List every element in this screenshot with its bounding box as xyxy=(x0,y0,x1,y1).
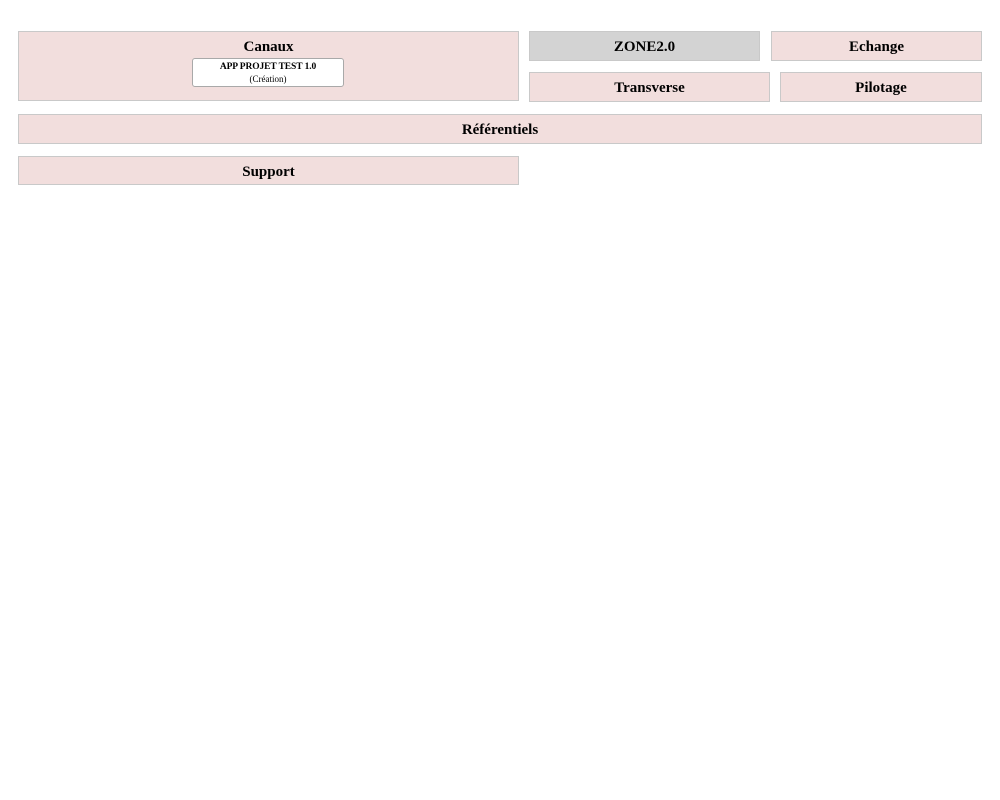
zone-label-zone20: ZONE2.0 xyxy=(613,39,676,55)
zone-label-canaux: Canaux xyxy=(243,39,294,55)
zone-label-referentiels: Référentiels xyxy=(461,122,539,138)
application-node-state: (Création) xyxy=(249,73,287,84)
zone-label-support: Support xyxy=(242,164,295,180)
zone-block-echange[interactable]: Echange xyxy=(771,31,982,61)
zone-label-pilotage: Pilotage xyxy=(855,80,907,96)
zone-block-canaux[interactable]: Canaux APP PROJET TEST 1.0 (Création) xyxy=(18,31,519,101)
application-node-app-projet-test[interactable]: APP PROJET TEST 1.0 (Création) xyxy=(192,58,344,87)
zone-block-zone20[interactable]: ZONE2.0 xyxy=(529,31,760,61)
zone-label-transverse: Transverse xyxy=(614,80,685,96)
zone-block-transverse[interactable]: Transverse xyxy=(529,72,770,102)
application-node-name: APP PROJET TEST 1.0 xyxy=(219,62,317,72)
zone-block-referentiels[interactable]: Référentiels xyxy=(18,114,982,144)
zone-block-support[interactable]: Support xyxy=(18,156,519,185)
zone-block-pilotage[interactable]: Pilotage xyxy=(780,72,982,102)
zone-label-echange: Echange xyxy=(848,39,904,55)
